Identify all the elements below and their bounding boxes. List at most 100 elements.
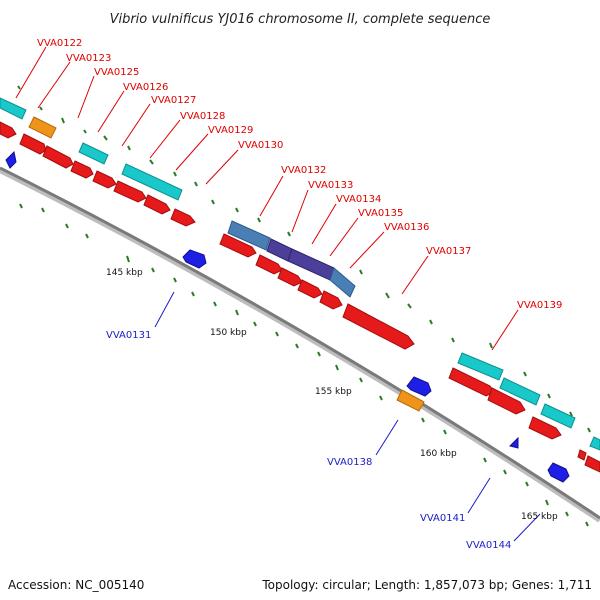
steel-feature — [329, 267, 356, 298]
cyan-feature — [457, 352, 504, 381]
reverse-cds-arrow — [182, 249, 207, 269]
leader-line — [77, 75, 95, 119]
gene-label: VVA0134 — [336, 194, 381, 205]
reverse-cds-arrow — [406, 376, 432, 397]
gc-dash — [41, 207, 45, 213]
forward-cds-arrow — [113, 180, 147, 203]
gene-label: VVA0128 — [180, 111, 225, 122]
gc-dash — [587, 427, 591, 433]
leader-lines — [15, 46, 541, 542]
cyan-feature-track — [0, 97, 600, 451]
leader-line — [329, 217, 359, 257]
gc-dash — [151, 267, 155, 273]
leader-line — [467, 477, 491, 514]
forward-cds-arrow — [487, 387, 526, 415]
gc-dash — [213, 301, 217, 307]
forward-cds-arrow — [143, 194, 171, 215]
forward-cds-arrow — [577, 449, 587, 461]
gene-label: VVA0125 — [94, 67, 139, 78]
gc-dash — [253, 321, 257, 327]
backbone — [0, 166, 600, 520]
forward-cds-arrow — [342, 303, 415, 350]
gc-dash-track — [17, 85, 591, 527]
cyan-feature — [78, 142, 109, 165]
forward-cds-arrow — [584, 455, 600, 473]
cyan-feature — [499, 377, 541, 406]
gene-label: VVA0139 — [517, 300, 562, 311]
gc-dash — [275, 331, 279, 337]
gc-dash — [359, 269, 363, 275]
gc-dash — [335, 364, 339, 371]
steel-feature — [227, 220, 271, 251]
gc-dash — [585, 521, 589, 527]
forward-cds-arrow — [92, 170, 117, 189]
leader-line — [121, 103, 151, 147]
genome-summary-text: Topology: circular; Length: 1,857,073 bp… — [262, 578, 592, 592]
forward-cds-arrow — [0, 121, 17, 139]
forward-cds-arrow — [528, 416, 562, 440]
gc-dash — [85, 233, 89, 239]
leader-line — [401, 255, 429, 295]
gc-dash — [489, 342, 493, 349]
gc-dash — [385, 292, 390, 299]
gc-dash — [173, 171, 177, 177]
gc-dash — [61, 117, 65, 124]
gc-dash — [17, 85, 21, 90]
leader-line — [149, 119, 181, 159]
forward-cds-arrow — [42, 145, 74, 169]
cyan-feature — [540, 403, 576, 429]
forward-cds-arrow — [297, 279, 323, 299]
gc-dash — [525, 481, 529, 487]
gene-label: VVA0136 — [384, 222, 429, 233]
gc-dash — [103, 135, 108, 141]
gene-label: VVA0135 — [358, 208, 403, 219]
forward-cds-arrow — [219, 233, 257, 258]
backbone-shadow — [0, 167, 600, 523]
scale-tick-label: 160 kbp — [420, 449, 457, 459]
gene-label: VVA0129 — [208, 125, 253, 136]
forward-cds-track — [0, 121, 600, 473]
gc-dash — [126, 255, 130, 263]
rna-track — [28, 116, 425, 412]
gene-label: VVA0130 — [238, 140, 283, 151]
cyan-feature — [589, 436, 600, 451]
gc-dash — [569, 411, 573, 417]
gc-dash — [19, 203, 23, 209]
scale-tick-label: 145 kbp — [106, 268, 143, 278]
forward-cds-arrow — [19, 133, 47, 155]
gene-labels-forward: VVA0122 VVA0123 VVA0125 VVA0126 VVA0127 … — [37, 38, 562, 311]
leader-line — [259, 175, 284, 217]
gene-label: VVA0138 — [327, 457, 372, 468]
gc-dash — [547, 393, 551, 399]
reverse-cds-arrow — [5, 150, 17, 169]
map-title: Vibrio vulnificus YJ016 chromosome II, c… — [110, 12, 491, 27]
gc-dash — [429, 319, 433, 325]
gene-label: VVA0132 — [281, 165, 326, 176]
leader-line — [154, 291, 175, 328]
gc-dash — [173, 277, 177, 283]
forward-cds-arrow — [70, 160, 94, 179]
gc-dash — [407, 303, 412, 309]
rna-feature — [28, 116, 57, 139]
leader-line — [491, 309, 519, 351]
forward-cds-arrow — [277, 267, 303, 287]
rna-feature — [396, 389, 425, 412]
gc-dash — [149, 159, 154, 165]
leader-line — [15, 46, 47, 99]
gc-dash — [443, 429, 447, 435]
gene-label: VVA0141 — [420, 513, 465, 524]
cyan-feature — [121, 163, 183, 201]
forward-cds-arrow — [170, 208, 196, 227]
gc-dash — [65, 223, 69, 229]
scale-labels: 145 kbp 150 kbp 155 kbp 160 kbp 165 kbp — [106, 268, 558, 522]
gc-dash — [379, 395, 383, 401]
gene-label: VVA0122 — [37, 38, 82, 49]
leader-line — [349, 231, 385, 269]
leader-line — [375, 419, 399, 456]
gene-labels-reverse: VVA0131 VVA0138 VVA0141 VVA0144 — [106, 330, 511, 551]
gc-dash — [83, 129, 87, 134]
leader-line — [175, 133, 209, 171]
gc-dash — [235, 207, 239, 213]
forward-cds-arrow — [319, 290, 343, 310]
